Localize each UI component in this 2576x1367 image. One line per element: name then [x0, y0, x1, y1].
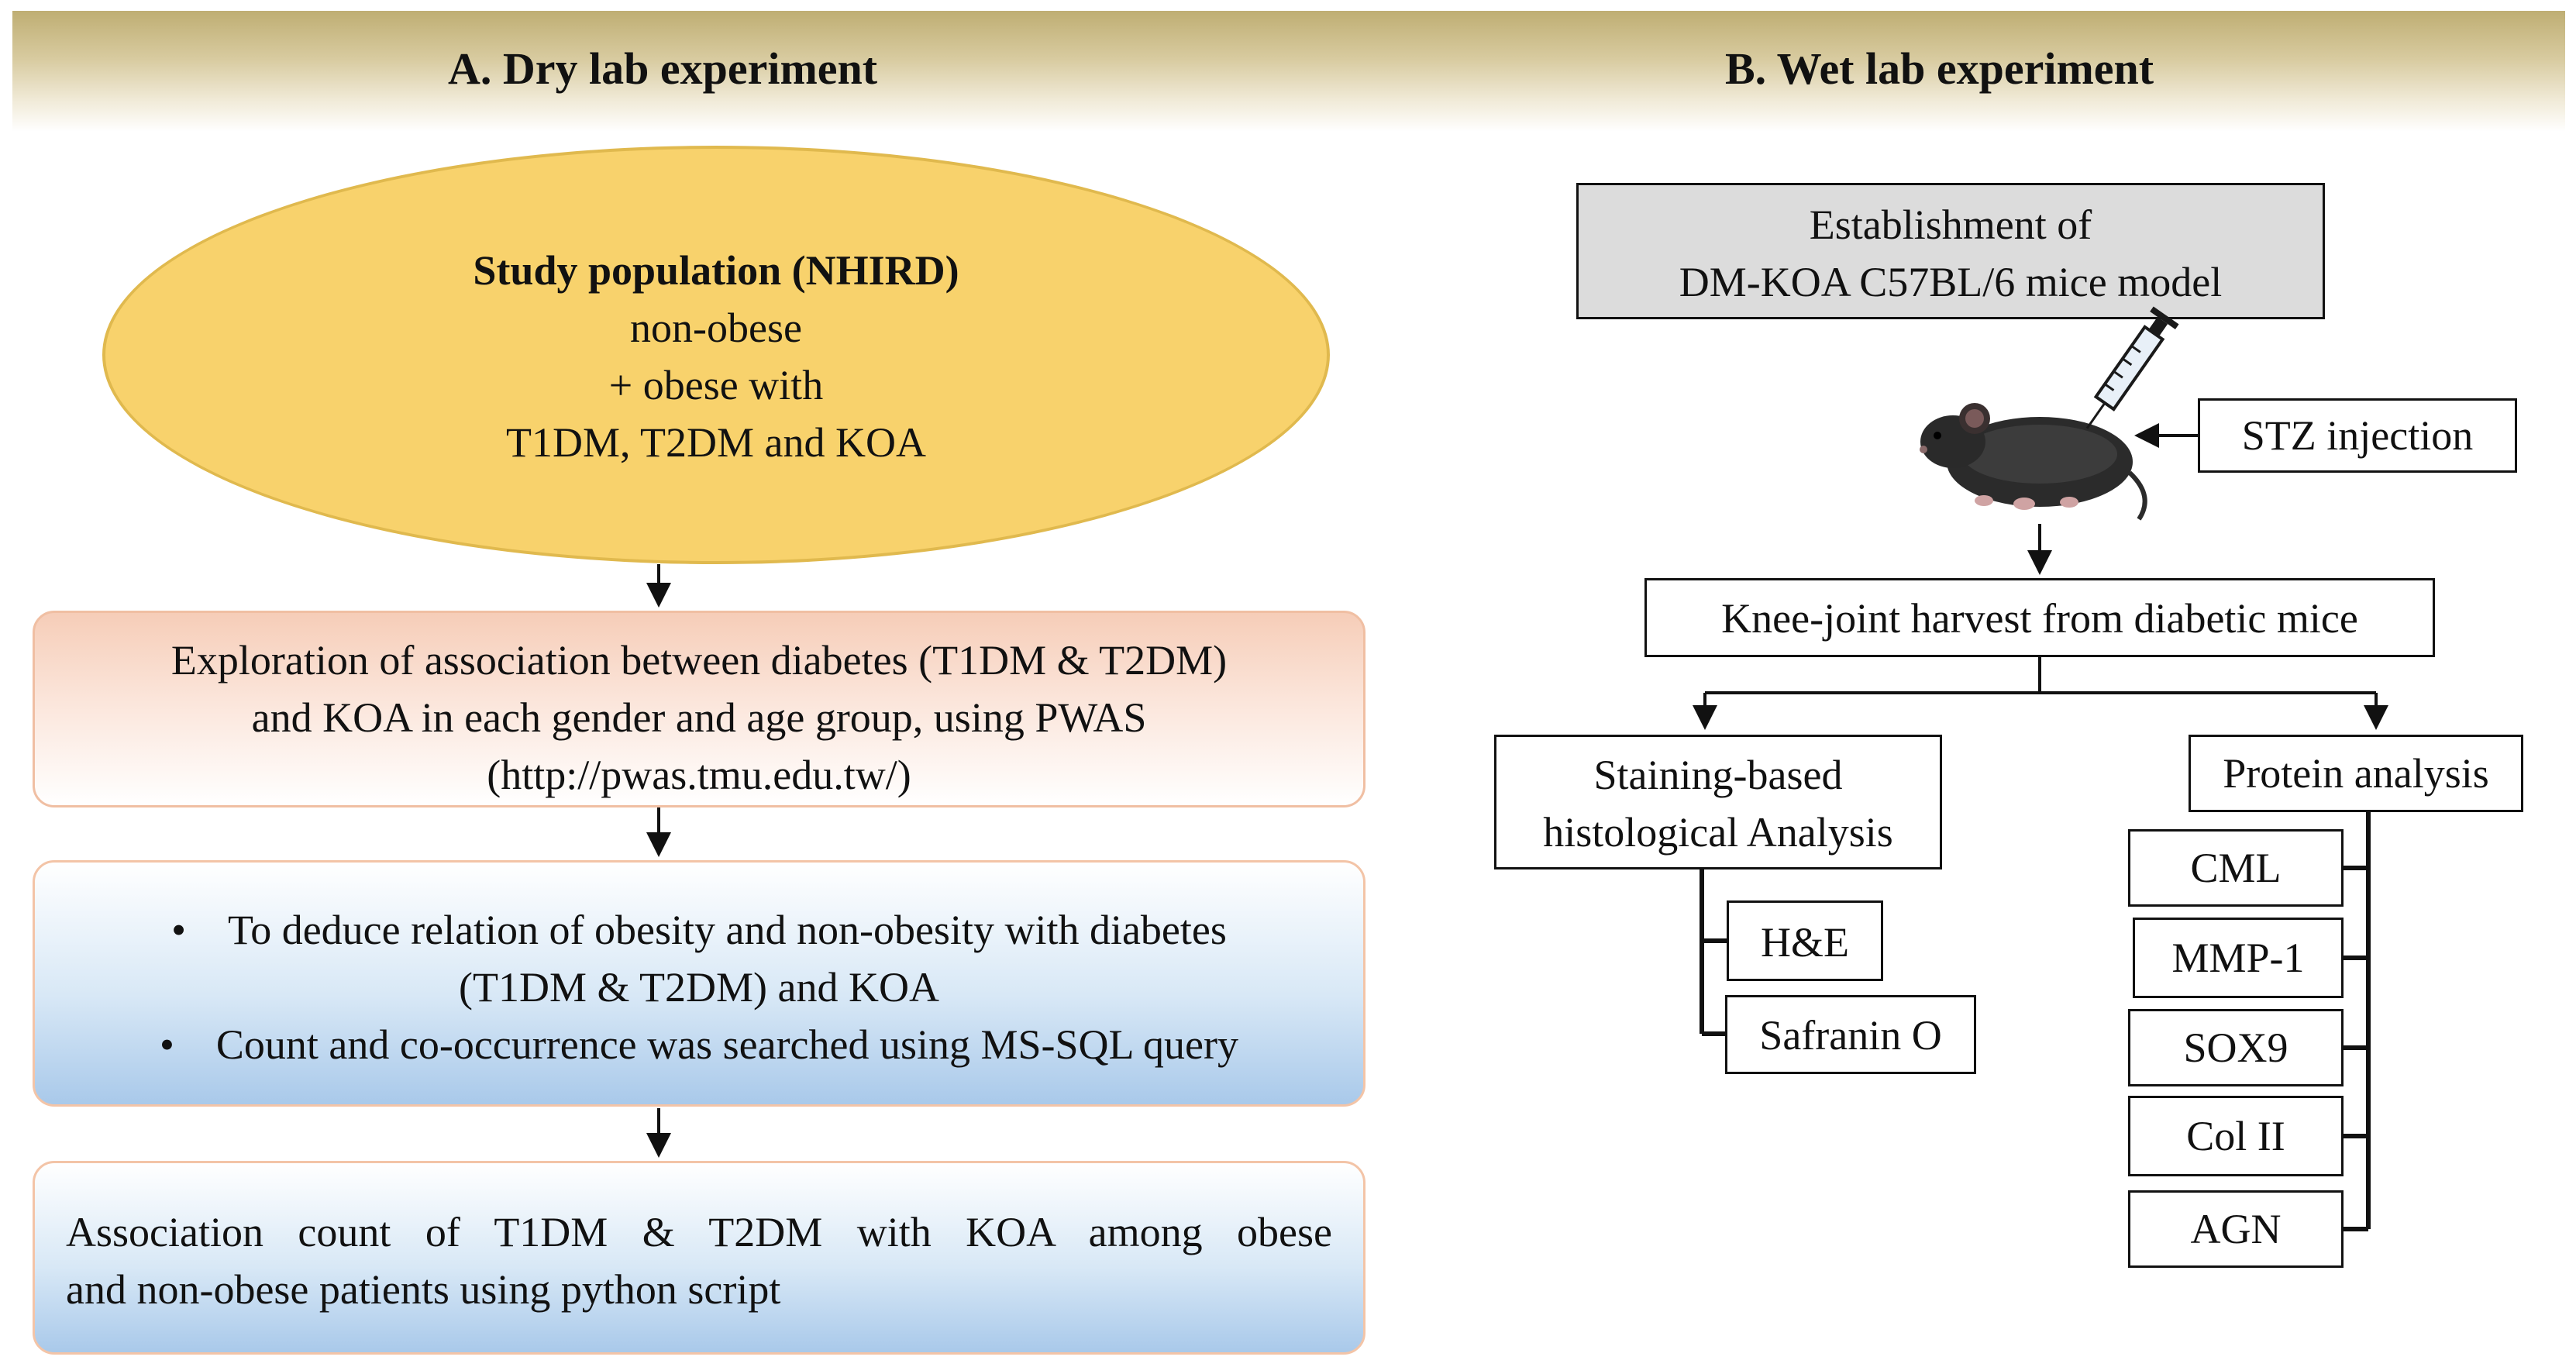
header-band — [12, 11, 2565, 132]
deduce-bullet2-text: Count and co-occurrence was searched usi… — [215, 1021, 1238, 1068]
exploration-line2: and KOA in each gender and age group, us… — [251, 694, 1147, 741]
bullet-dot: • — [159, 1021, 216, 1068]
bullet-dot: • — [171, 907, 228, 953]
study-population-ellipse — [102, 146, 1330, 564]
exploration-line1: Exploration of association between diabe… — [170, 637, 1228, 684]
staining-box: Staining-based histological Analysis — [1494, 735, 1942, 869]
exploration-line3: (http://pwas.tmu.edu.tw/) — [487, 752, 911, 798]
deduce-bullet1-line2: (T1DM & T2DM) and KOA — [459, 964, 939, 1011]
syringe-icon — [2085, 306, 2179, 429]
deduce-bullet1-line1: To deduce relation of obesity and non-ob… — [228, 907, 1227, 953]
protein-item-agn: AGN — [2128, 1190, 2344, 1268]
he-box: H&E — [1727, 900, 1883, 981]
deduce-bullet2: • Count and co-occurrence was searched u… — [35, 1016, 1363, 1073]
staining-line2: histological Analysis — [1543, 809, 1893, 856]
protein-item-sox9: SOX9 — [2128, 1009, 2344, 1086]
study-population-title: Study population (NHIRD) — [473, 247, 959, 294]
association-line1: Association count of T1DM & T2DM with KO… — [66, 1209, 1332, 1255]
exploration-box: Exploration of association between diabe… — [33, 611, 1365, 807]
establishment-box: Establishment of DM-KOA C57BL/6 mice mod… — [1576, 183, 2325, 319]
deduce-bullet1: • To deduce relation of obesity and non-… — [35, 901, 1363, 959]
deduce-box: • To deduce relation of obesity and non-… — [33, 860, 1365, 1107]
protein-item-cml: CML — [2128, 829, 2344, 907]
protein-item-mmp1: MMP-1 — [2133, 918, 2344, 998]
staining-line1: Staining-based — [1593, 752, 1843, 798]
association-line2: and non-obese patients using python scri… — [66, 1266, 781, 1313]
establishment-line2: DM-KOA C57BL/6 mice model — [1679, 259, 2223, 305]
study-population-line2: + obese with — [608, 362, 824, 408]
study-population-line1: non-obese — [630, 305, 802, 351]
study-population-text: Study population (NHIRD) non-obese + obe… — [102, 242, 1330, 471]
safranin-o-box: Safranin O — [1725, 995, 1976, 1074]
wet-lab-title: B. Wet lab experiment — [1725, 43, 2154, 94]
mouse-icon — [1920, 403, 2147, 521]
stz-injection-box: STZ injection — [2198, 398, 2517, 473]
study-population-line3: T1DM, T2DM and KOA — [506, 419, 926, 466]
protein-analysis-box: Protein analysis — [2189, 735, 2523, 812]
knee-joint-harvest-box: Knee-joint harvest from diabetic mice — [1644, 578, 2435, 657]
establishment-line1: Establishment of — [1809, 201, 2092, 248]
protein-item-colii: Col II — [2128, 1096, 2344, 1176]
dry-lab-title: A. Dry lab experiment — [448, 43, 878, 94]
association-box: Association count of T1DM & T2DM with KO… — [33, 1161, 1365, 1355]
